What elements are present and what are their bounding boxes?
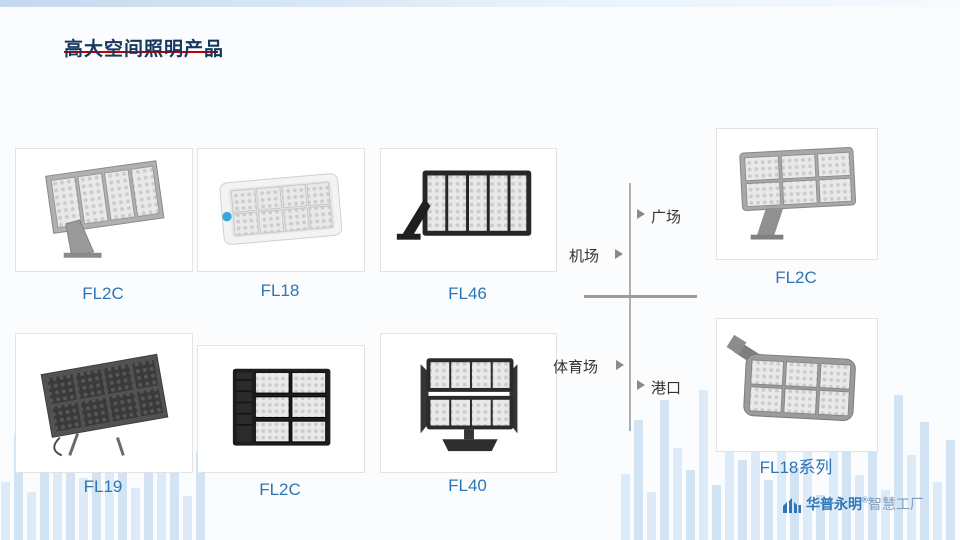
product-card-fl19 <box>15 333 193 473</box>
product-label-fl2c-right: FL2C <box>775 268 817 287</box>
registered-mark: ® <box>862 495 868 505</box>
title-red-accent-line <box>64 51 218 53</box>
diagram-vertical-line <box>629 183 631 431</box>
arrow-icon-airport <box>615 249 623 259</box>
floodlight-fl18-series-image <box>726 334 857 421</box>
application-label-port: 港口 <box>651 380 682 397</box>
page-title: 高大空间照明产品 <box>64 39 225 60</box>
product-label-fl2c-black: FL2C <box>259 480 301 499</box>
product-label-fl2c: FL2C <box>82 284 124 303</box>
diagram-horizontal-line <box>584 295 697 298</box>
top-accent-strip <box>0 0 960 7</box>
floodlight-fl18-image <box>219 173 343 246</box>
floodlight-fl40-image <box>420 358 517 451</box>
product-card-fl18 <box>197 148 365 272</box>
brand-logo-icon <box>783 498 801 513</box>
application-label-stadium: 体育场 <box>553 359 599 376</box>
product-label-fl40: FL40 <box>448 476 487 495</box>
arrow-icon-plaza <box>637 209 645 219</box>
floodlight-fl2c-image <box>44 160 164 259</box>
product-label-fl19: FL19 <box>83 477 123 496</box>
product-card-fl46 <box>380 148 557 272</box>
floodlight-fl19-image <box>40 353 168 457</box>
floodlight-fl2c-right-image <box>739 146 857 240</box>
brand-suffix: 智慧工厂 <box>867 496 924 512</box>
title-block: 高大空间照明产品 <box>64 34 324 64</box>
decor-bars-right <box>621 390 955 540</box>
product-card-fl18-series <box>716 318 878 452</box>
product-label-fl18-series: FL18系列 <box>759 458 833 477</box>
application-label-airport: 机场 <box>569 248 600 265</box>
footer-brand: 华普永明®智慧工厂 <box>782 494 924 514</box>
product-card-fl2c-black <box>197 345 365 473</box>
floodlight-fl2c-black-image <box>233 368 331 446</box>
product-card-fl40 <box>380 333 557 473</box>
product-label-fl18: FL18 <box>260 281 300 300</box>
product-label-fl46: FL46 <box>448 284 487 303</box>
brand-name: 华普永明 <box>806 496 862 512</box>
product-card-fl2c-angled <box>15 148 193 272</box>
arrow-icon-stadium <box>616 360 624 370</box>
product-card-fl2c-right <box>716 128 878 260</box>
arrow-icon-port <box>637 380 645 390</box>
floodlight-fl46-image <box>396 170 531 241</box>
application-label-plaza: 广场 <box>651 209 682 226</box>
